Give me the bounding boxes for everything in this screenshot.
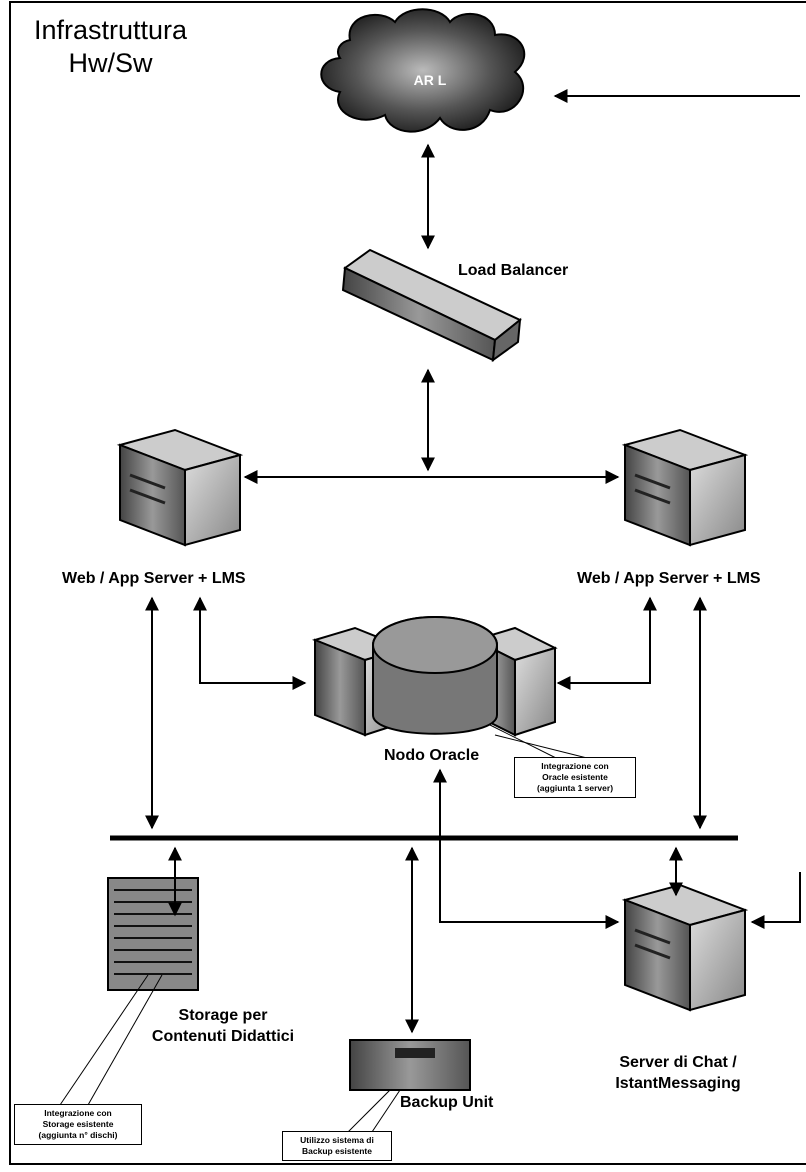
cloud-label: AR L [414,72,447,88]
arrow-oracle-chat [433,768,620,929]
web-server-left-icon [116,428,244,547]
arrow-left-oracle [193,596,307,690]
oracle-node-icon [311,616,558,737]
arrow-external-chat [750,872,801,929]
backup-unit-icon [349,1039,471,1091]
load-balancer-icon [341,248,522,363]
cloud-icon: AR L [320,8,526,133]
web-server-right-icon [621,428,749,547]
storage-icon [107,877,199,991]
load-balancer-label: Load Balancer [458,262,569,279]
chat-server-icon [621,883,749,1012]
oracle-node-label: Nodo Oracle [384,747,480,764]
backup-note: Utilizzo sistema di Backup esistente [282,1131,392,1161]
connection-arrows [145,89,801,1034]
chat-server-label: Server di Chat / IstantMessaging [615,1054,741,1092]
storage-label: Storage per Contenuti Didattici [151,1007,295,1045]
oracle-note: Integrazione con Oracle esistente (aggiu… [514,757,636,798]
web-server-left-label: Web / App Server + LMS [62,570,246,587]
storage-note: Integrazione con Storage esistente (aggi… [14,1104,142,1145]
web-server-right-label: Web / App Server + LMS [577,570,761,587]
backup-unit-label: Backup Unit [400,1094,494,1111]
callout-leaders [59,724,596,1151]
diagram-frame [9,1,806,1165]
diagram-title: Infrastruttura Hw/Sw [34,15,188,78]
arrow-right-oracle [556,596,657,690]
